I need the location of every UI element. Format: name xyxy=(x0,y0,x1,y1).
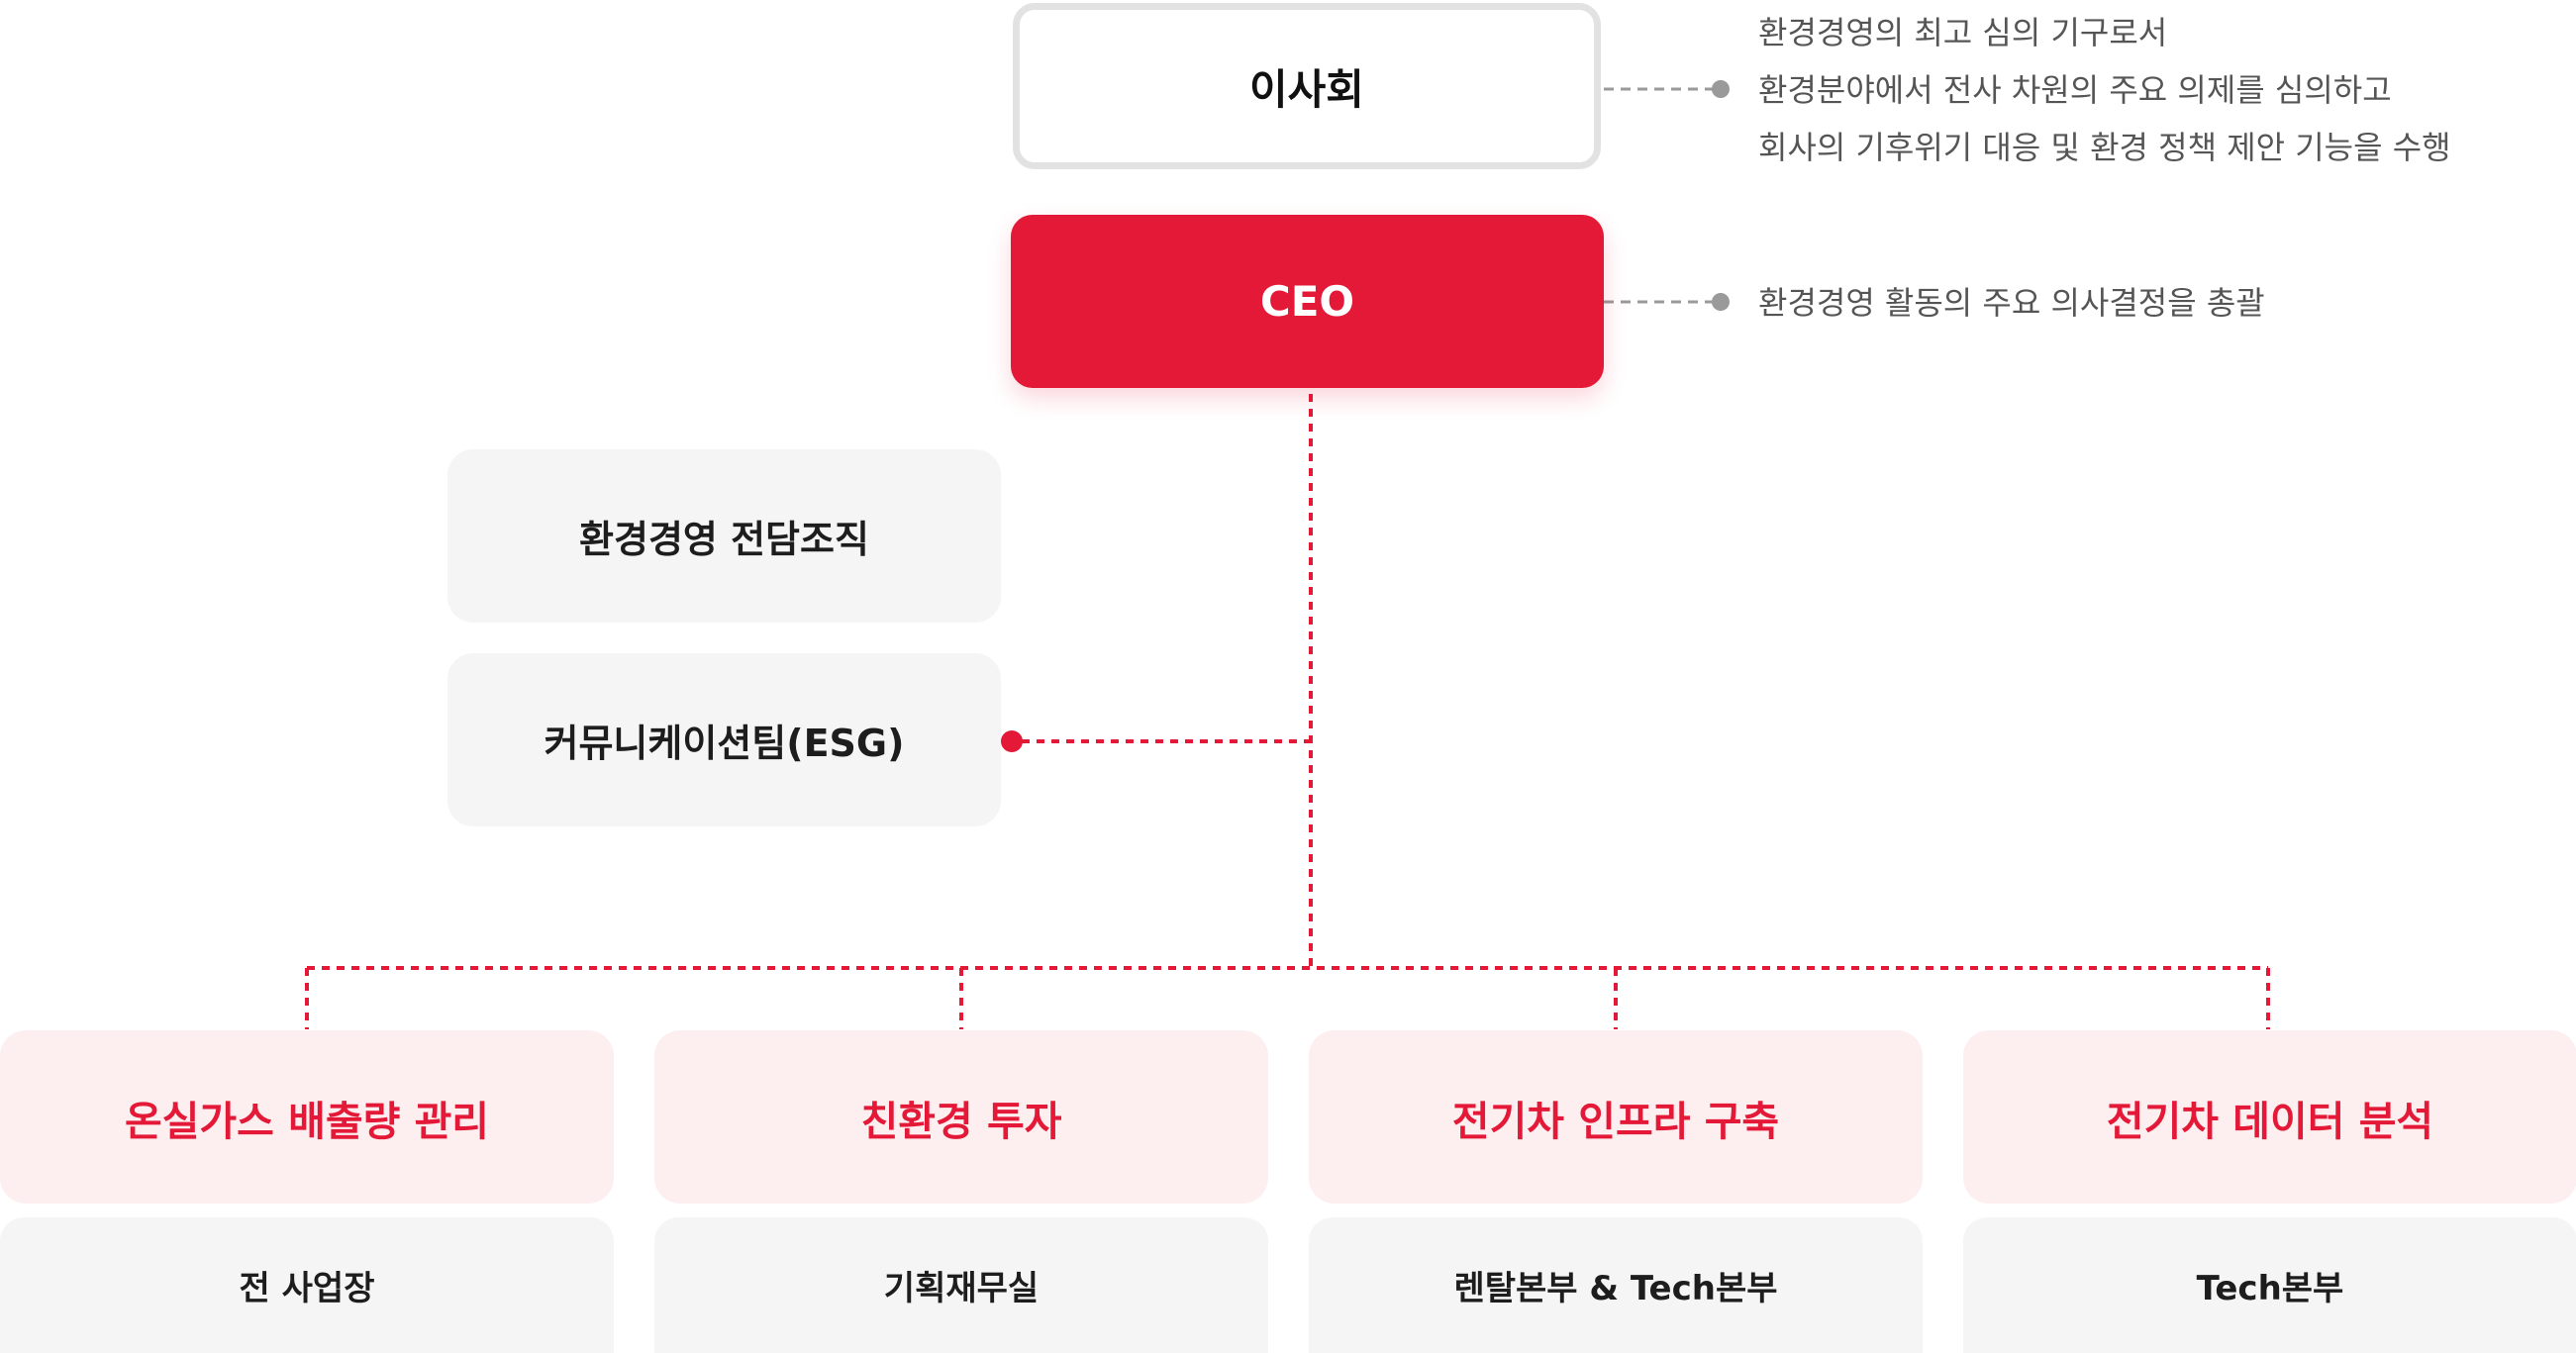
board-annotation-dot xyxy=(1712,80,1730,98)
ceo-description: 환경경영 활동의 주요 의사결정을 총괄 xyxy=(1758,274,2265,332)
area-node-ev-infra: 전기차 인프라 구축 xyxy=(1309,1030,1923,1204)
ceo-node: CEO xyxy=(1011,215,1604,388)
department-label: 기획재무실 xyxy=(883,1269,1040,1308)
dedicated-org-label: 환경경영 전담조직 xyxy=(579,518,869,561)
board-label: 이사회 xyxy=(1249,64,1364,114)
department-label: 렌탈본부 & Tech본부 xyxy=(1453,1269,1778,1308)
ceo-description-line: 환경경영 활동의 주요 의사결정을 총괄 xyxy=(1758,284,2265,322)
communication-team-label: 커뮤니케이션팀(ESG) xyxy=(544,722,905,765)
area-title: 친환경 투자 xyxy=(860,1097,1062,1145)
ceo-label: CEO xyxy=(1259,277,1355,326)
department-label: Tech본부 xyxy=(2196,1269,2344,1308)
area-title: 온실가스 배출량 관리 xyxy=(124,1097,490,1145)
department-label: 전 사업장 xyxy=(239,1269,375,1308)
board-description-line: 환경분야에서 전사 차원의 주요 의제를 심의하고 xyxy=(1758,71,2392,109)
board-node: 이사회 xyxy=(1013,3,1601,169)
board-description-line: 환경경영의 최고 심의 기구로서 xyxy=(1758,14,2168,51)
communication-team-node: 커뮤니케이션팀(ESG) xyxy=(447,653,1001,826)
area-node-investment: 친환경 투자 xyxy=(654,1030,1268,1204)
department-node: 전 사업장 xyxy=(0,1217,614,1353)
department-node: 렌탈본부 & Tech본부 xyxy=(1309,1217,1923,1353)
department-node: Tech본부 xyxy=(1963,1217,2576,1353)
board-description: 환경경영의 최고 심의 기구로서 환경분야에서 전사 차원의 주요 의제를 심의… xyxy=(1758,4,2451,176)
department-node: 기획재무실 xyxy=(654,1217,1268,1353)
area-node-ev-data: 전기차 데이터 분석 xyxy=(1963,1030,2576,1204)
ceo-annotation-dot xyxy=(1712,293,1730,311)
area-node-ghg: 온실가스 배출량 관리 xyxy=(0,1030,614,1204)
team-branch-dot xyxy=(1001,730,1023,752)
dedicated-org-node: 환경경영 전담조직 xyxy=(447,449,1001,623)
area-title: 전기차 인프라 구축 xyxy=(1451,1097,1780,1145)
area-title: 전기차 데이터 분석 xyxy=(2106,1097,2434,1145)
board-description-line: 회사의 기후위기 대응 및 환경 정책 제안 기능을 수행 xyxy=(1758,129,2451,166)
